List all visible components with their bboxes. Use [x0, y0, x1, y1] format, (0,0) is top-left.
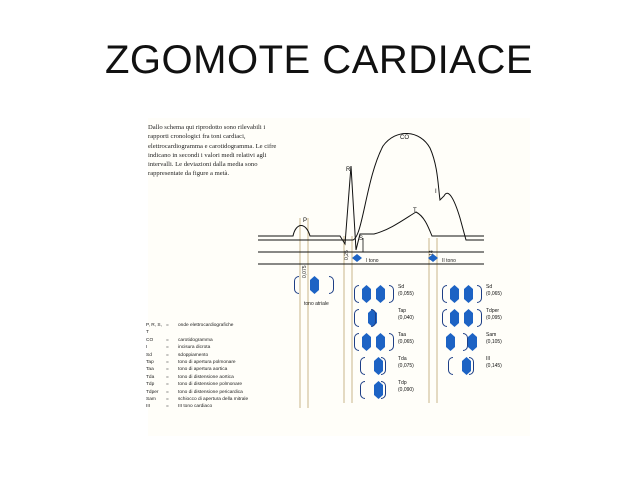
sound-symbol-taa	[354, 332, 394, 354]
label-second-tone: II tono	[442, 258, 456, 264]
label-p: P	[303, 218, 307, 224]
legend-row: I=incisura dicrota	[146, 345, 211, 351]
measurement-sd-1: Sd(0,055)	[398, 284, 414, 297]
heart-sounds-figure: Dallo schema qui riprodotto sono rilevab…	[146, 118, 530, 436]
sound-symbol-tdper	[442, 308, 482, 330]
legend-row: Tdper=tono di distensione pericardica	[146, 389, 243, 395]
legend-row: CO=carotidogramma	[146, 337, 213, 343]
measurement-tda: Tda(0,075)	[398, 356, 414, 369]
waveform-diagram: CO R P T I S I tono II tono tono atriale…	[258, 133, 484, 408]
vertical-value-b: 0,25	[344, 250, 350, 260]
ecg-curve	[258, 165, 484, 251]
measurement-tap: Tap(0,040)	[398, 308, 414, 321]
measurement-tdp: Tdp(0,090)	[398, 380, 414, 393]
sound-symbol-sd-1	[354, 284, 394, 306]
measurement-taa: Taa(0,065)	[398, 332, 414, 345]
abbreviation-legend: P, R, S, T=onde elettrocardiografiche CO…	[146, 322, 291, 411]
legend-row: Taa=tono di apertura aortica	[146, 367, 228, 373]
sound-symbol-sd-2	[442, 284, 482, 306]
carotidogram-curve	[258, 133, 484, 241]
measurement-sam: Sam(0,105)	[486, 332, 502, 345]
legend-row: Sd=sdoppiamento	[146, 352, 209, 358]
legend-row: Sam=schiocco di apertura della mitrale	[146, 397, 249, 403]
legend-row: Tap=tono di apertura polmonare	[146, 360, 236, 366]
first-tone-marker	[352, 254, 362, 262]
label-t: T	[413, 208, 417, 214]
measurement-tdper: Tdper(0,095)	[486, 308, 502, 321]
label-i: I	[435, 189, 437, 195]
legend-row: Tdp=tono di distensione polmonare	[146, 382, 243, 388]
legend-row: P, R, S, T=onde elettrocardiografiche	[146, 323, 234, 336]
sound-symbol-iii	[448, 356, 488, 378]
measurement-sd-2: Sd(0,065)	[486, 284, 502, 297]
sound-symbol-atrial	[294, 275, 334, 297]
vertical-value-a: 0,075	[302, 265, 308, 278]
slide-title: ZGOMOTE CARDIACE	[104, 38, 534, 82]
legend-row: Tda=tono di distensione aortica	[146, 374, 234, 380]
sound-symbol-tap	[354, 308, 394, 330]
legend-row: III=III tono cardiaco	[146, 404, 213, 410]
measurement-iii: III(0,145)	[486, 356, 502, 369]
label-co: CO	[400, 135, 409, 141]
second-tone-marker	[428, 254, 438, 262]
label-r: R	[346, 167, 351, 173]
label-first-tone: I tono	[366, 258, 379, 264]
label-atrial-tone: tono atriale	[304, 301, 329, 307]
sound-symbol-sam	[442, 332, 482, 354]
label-s: S	[359, 236, 363, 242]
sound-symbol-tdp	[360, 380, 400, 402]
sound-symbol-tda	[360, 356, 400, 378]
figure-intro-text: Dallo schema qui riprodotto sono rilevab…	[148, 124, 277, 178]
